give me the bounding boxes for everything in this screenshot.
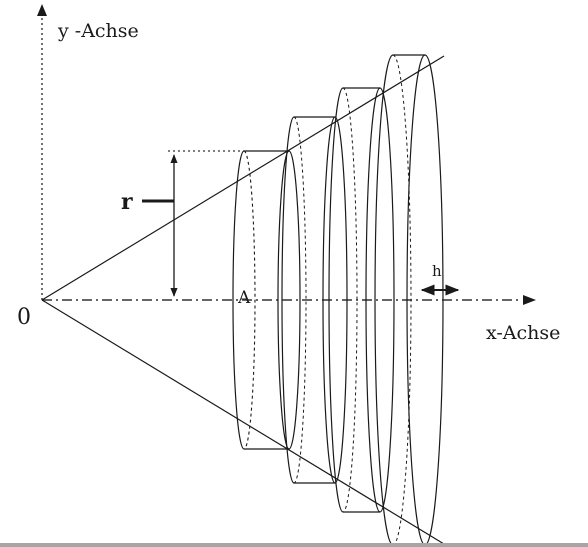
x-axis-label: x-Achse [486,322,560,344]
cone-upper-edge [41,55,445,301]
disk-2 [281,116,348,484]
y-axis-arrow-icon [37,4,47,16]
y-axis-label: y -Achse [57,20,139,42]
thickness-label: h [432,262,442,280]
bottom-edge-strip [0,543,588,547]
disk-4 [374,54,444,546]
area-label: A [237,288,251,308]
disk-1 [232,150,301,450]
x-axis-arrow-icon [523,295,536,305]
cone-lower-edge [41,299,445,545]
disk-3 [328,87,395,513]
radius-label: r [121,189,133,215]
origin-label: 0 [17,305,31,330]
